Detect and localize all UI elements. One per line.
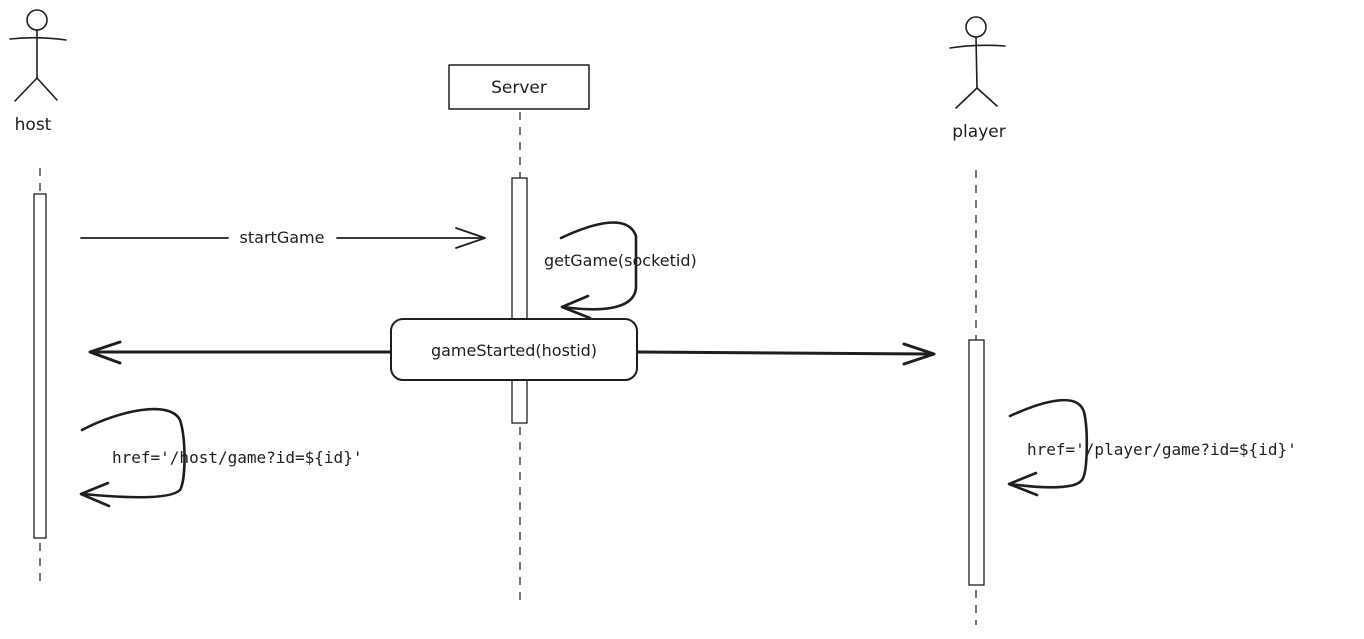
player-label: player: [952, 122, 1005, 142]
message-game-started[interactable]: gameStarted(hostid): [88, 318, 936, 381]
arrowhead-icon: [88, 340, 122, 365]
message-get-game[interactable]: getGame(socketid): [544, 221, 697, 320]
start-game-label: startGame: [240, 228, 325, 247]
server-activation-bar: [511, 177, 528, 424]
arrowhead-icon: [79, 481, 111, 508]
host-actor-icon: [9, 9, 67, 102]
host-participant[interactable]: host: [9, 9, 67, 135]
message-start-game[interactable]: startGame: [80, 227, 486, 249]
arrowhead-icon: [560, 294, 592, 320]
player-activation-bar: [968, 339, 985, 586]
player-redirect-label: href='/player/game?id=${id}': [1027, 440, 1297, 459]
server-box: [448, 64, 590, 110]
arrowhead-icon: [455, 227, 486, 249]
arrowhead-icon: [902, 342, 936, 366]
game-started-box: [390, 318, 638, 381]
server-label: Server: [491, 78, 547, 98]
get-game-label: getGame(socketid): [544, 251, 697, 270]
message-player-redirect[interactable]: href='/player/game?id=${id}': [1007, 398, 1297, 497]
player-actor-icon: [949, 16, 1006, 109]
message-host-redirect[interactable]: href='/host/game?id=${id}': [79, 407, 362, 508]
host-activation-bar: [33, 193, 47, 539]
player-participant[interactable]: player: [949, 16, 1006, 142]
host-redirect-label: href='/host/game?id=${id}': [112, 448, 362, 467]
host-label: host: [15, 115, 52, 135]
server-participant[interactable]: Server: [448, 64, 590, 110]
arrowhead-icon: [1007, 471, 1039, 497]
game-started-label: gameStarted(hostid): [431, 341, 597, 360]
